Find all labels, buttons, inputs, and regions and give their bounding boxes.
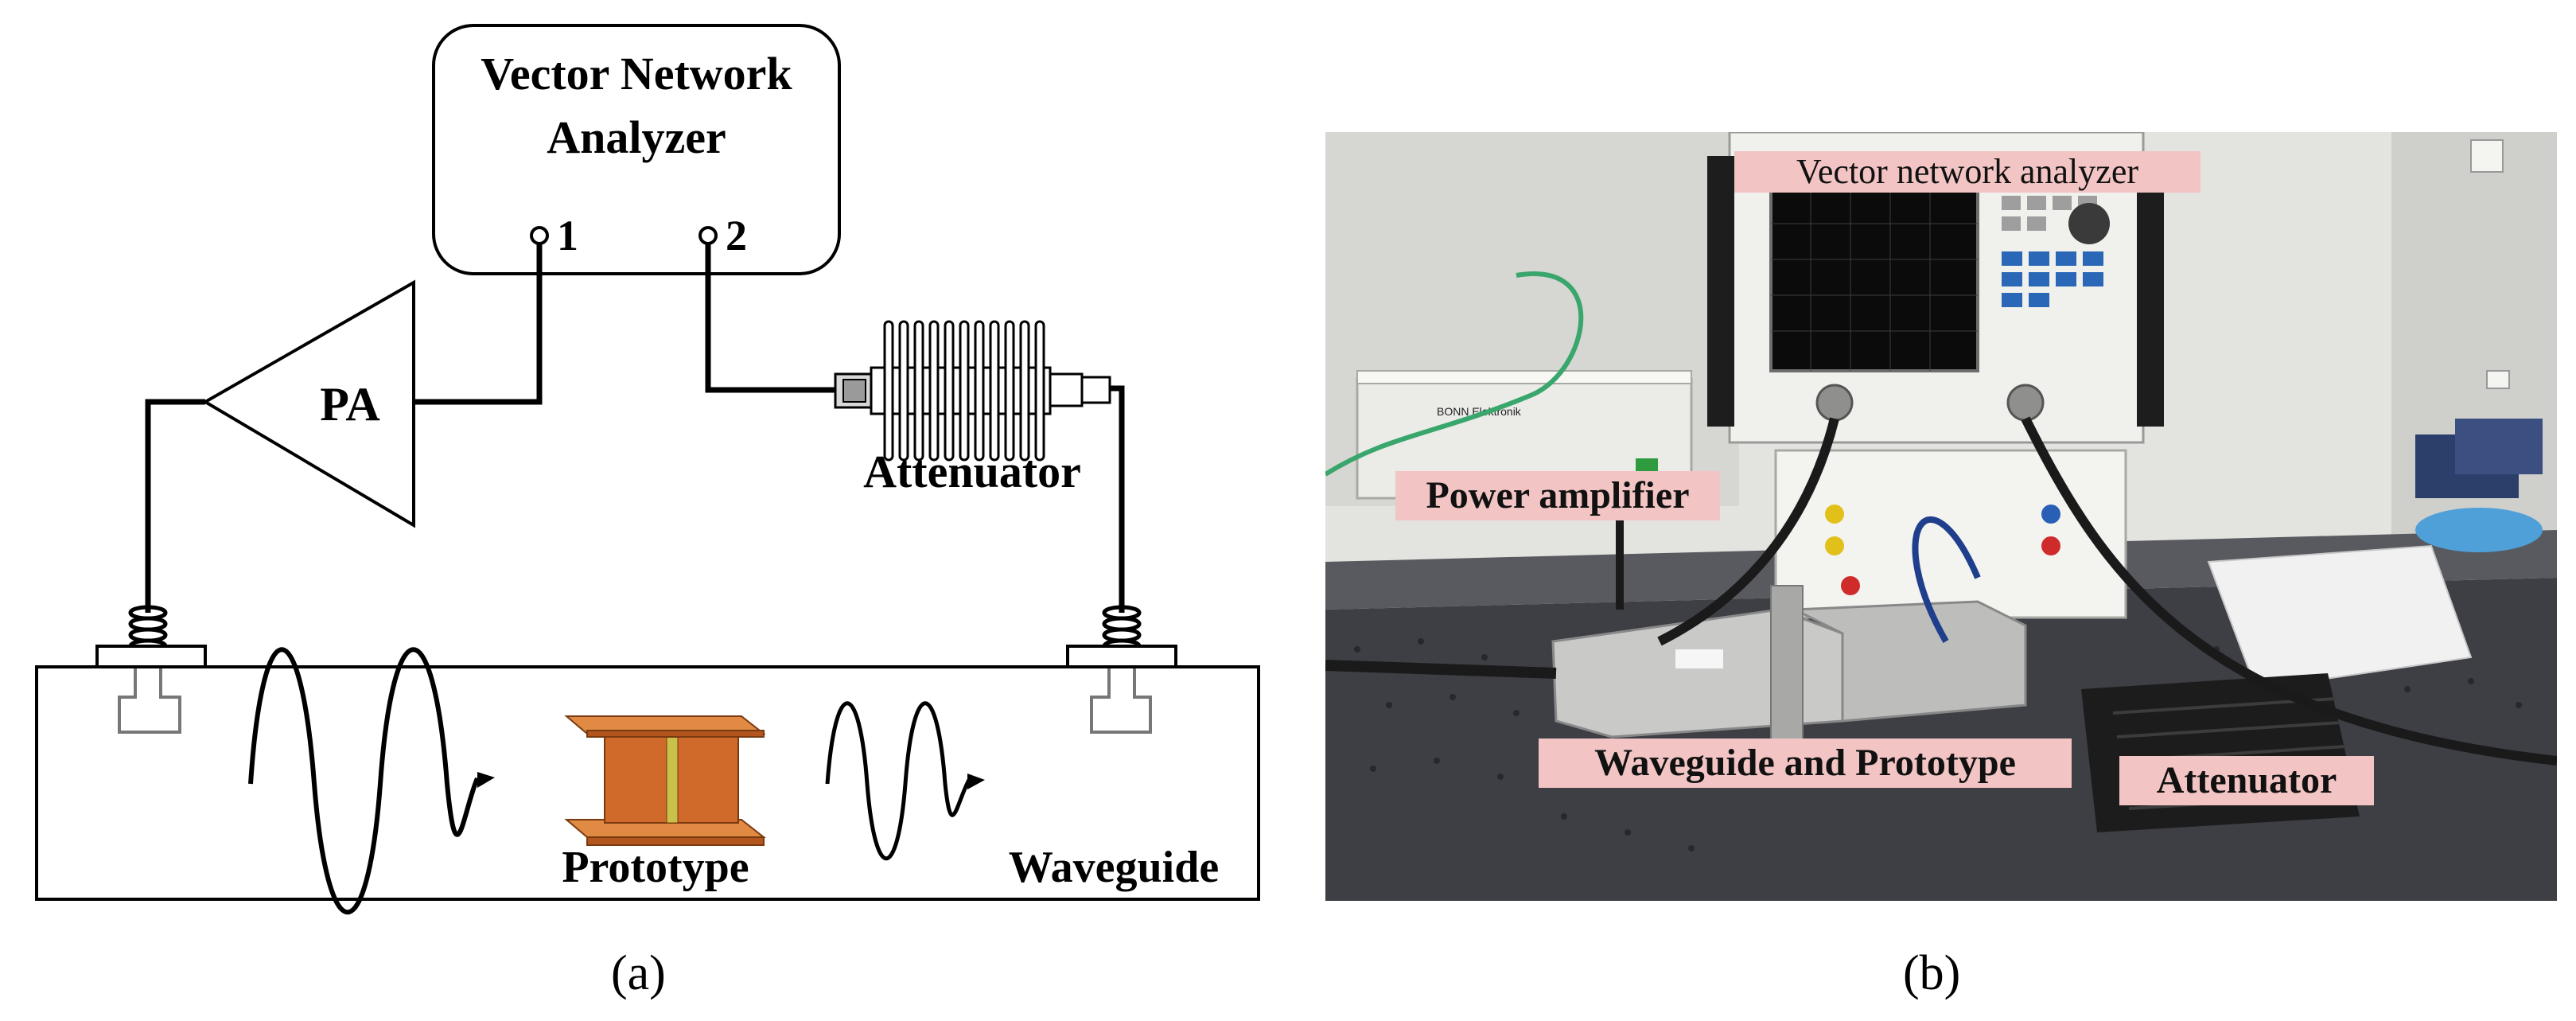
attenuator-icon: [834, 320, 1111, 462]
left-connector-icon: [95, 605, 207, 734]
transmitted-wave-arrow-icon: [967, 774, 985, 789]
cable-pa-to-left-connector: [145, 399, 205, 613]
label-pa: Power amplifier: [1395, 471, 1720, 520]
cable-left: [1325, 660, 1557, 679]
cable-port1-to-pa: [414, 244, 543, 405]
vna-title-line1: Vector Network: [481, 48, 792, 99]
attenuator-device: [2081, 673, 2360, 832]
waveguide-photo-label: Waveguide and Prototype: [1594, 742, 2016, 784]
port2-label: 2: [726, 212, 747, 259]
attenuator-photo-label: Attenuator: [2157, 759, 2337, 801]
label-waveguide: Waveguide and Prototype: [1539, 738, 2072, 788]
attenuator-label: Attenuator: [863, 446, 1081, 497]
lab-photo: BONN Elektronik Vector network analyzer: [1325, 132, 2557, 901]
label-attenuator: Attenuator: [2119, 756, 2374, 805]
incident-wave-arrow-icon: [477, 772, 495, 788]
cable-port2-to-attenuator: [705, 244, 835, 393]
caption-b: (b): [1903, 946, 1961, 1000]
cable-green: [1325, 271, 1584, 477]
cable-blue: [1912, 516, 1981, 643]
prototype-label: Prototype: [562, 843, 749, 892]
port1-icon: [530, 226, 549, 245]
vna-title-line2: Analyzer: [547, 111, 726, 163]
vna-box: [432, 24, 841, 275]
caption-a: (a): [611, 946, 666, 1000]
cable-vna-port2: [2021, 416, 2557, 766]
transmitted-wave-icon: [825, 701, 971, 860]
pa-label: PA: [320, 378, 380, 431]
cable-attenuator-to-right-connector: [1110, 385, 1125, 613]
port1-label: 1: [557, 212, 578, 259]
setup-schematic: Vector Network Analyzer 1 2 PA Attenuat: [35, 24, 1260, 915]
foam-block: [2207, 544, 2473, 691]
right-connector-icon: [1066, 605, 1177, 734]
waveguide-label: Waveguide: [1009, 843, 1219, 892]
label-vna: Vector network analyzer: [1734, 151, 2200, 193]
cable-vna-port1: [1657, 417, 1839, 646]
pa-triangle-icon: [202, 279, 415, 528]
rack-unit: [1774, 449, 2127, 619]
vna-photo-label: Vector network analyzer: [1796, 152, 2138, 191]
incident-wave-icon: [248, 647, 480, 915]
pa-photo-label: Power amplifier: [1426, 474, 1689, 516]
port2-icon: [698, 226, 718, 245]
prototype-icon: [564, 715, 766, 846]
